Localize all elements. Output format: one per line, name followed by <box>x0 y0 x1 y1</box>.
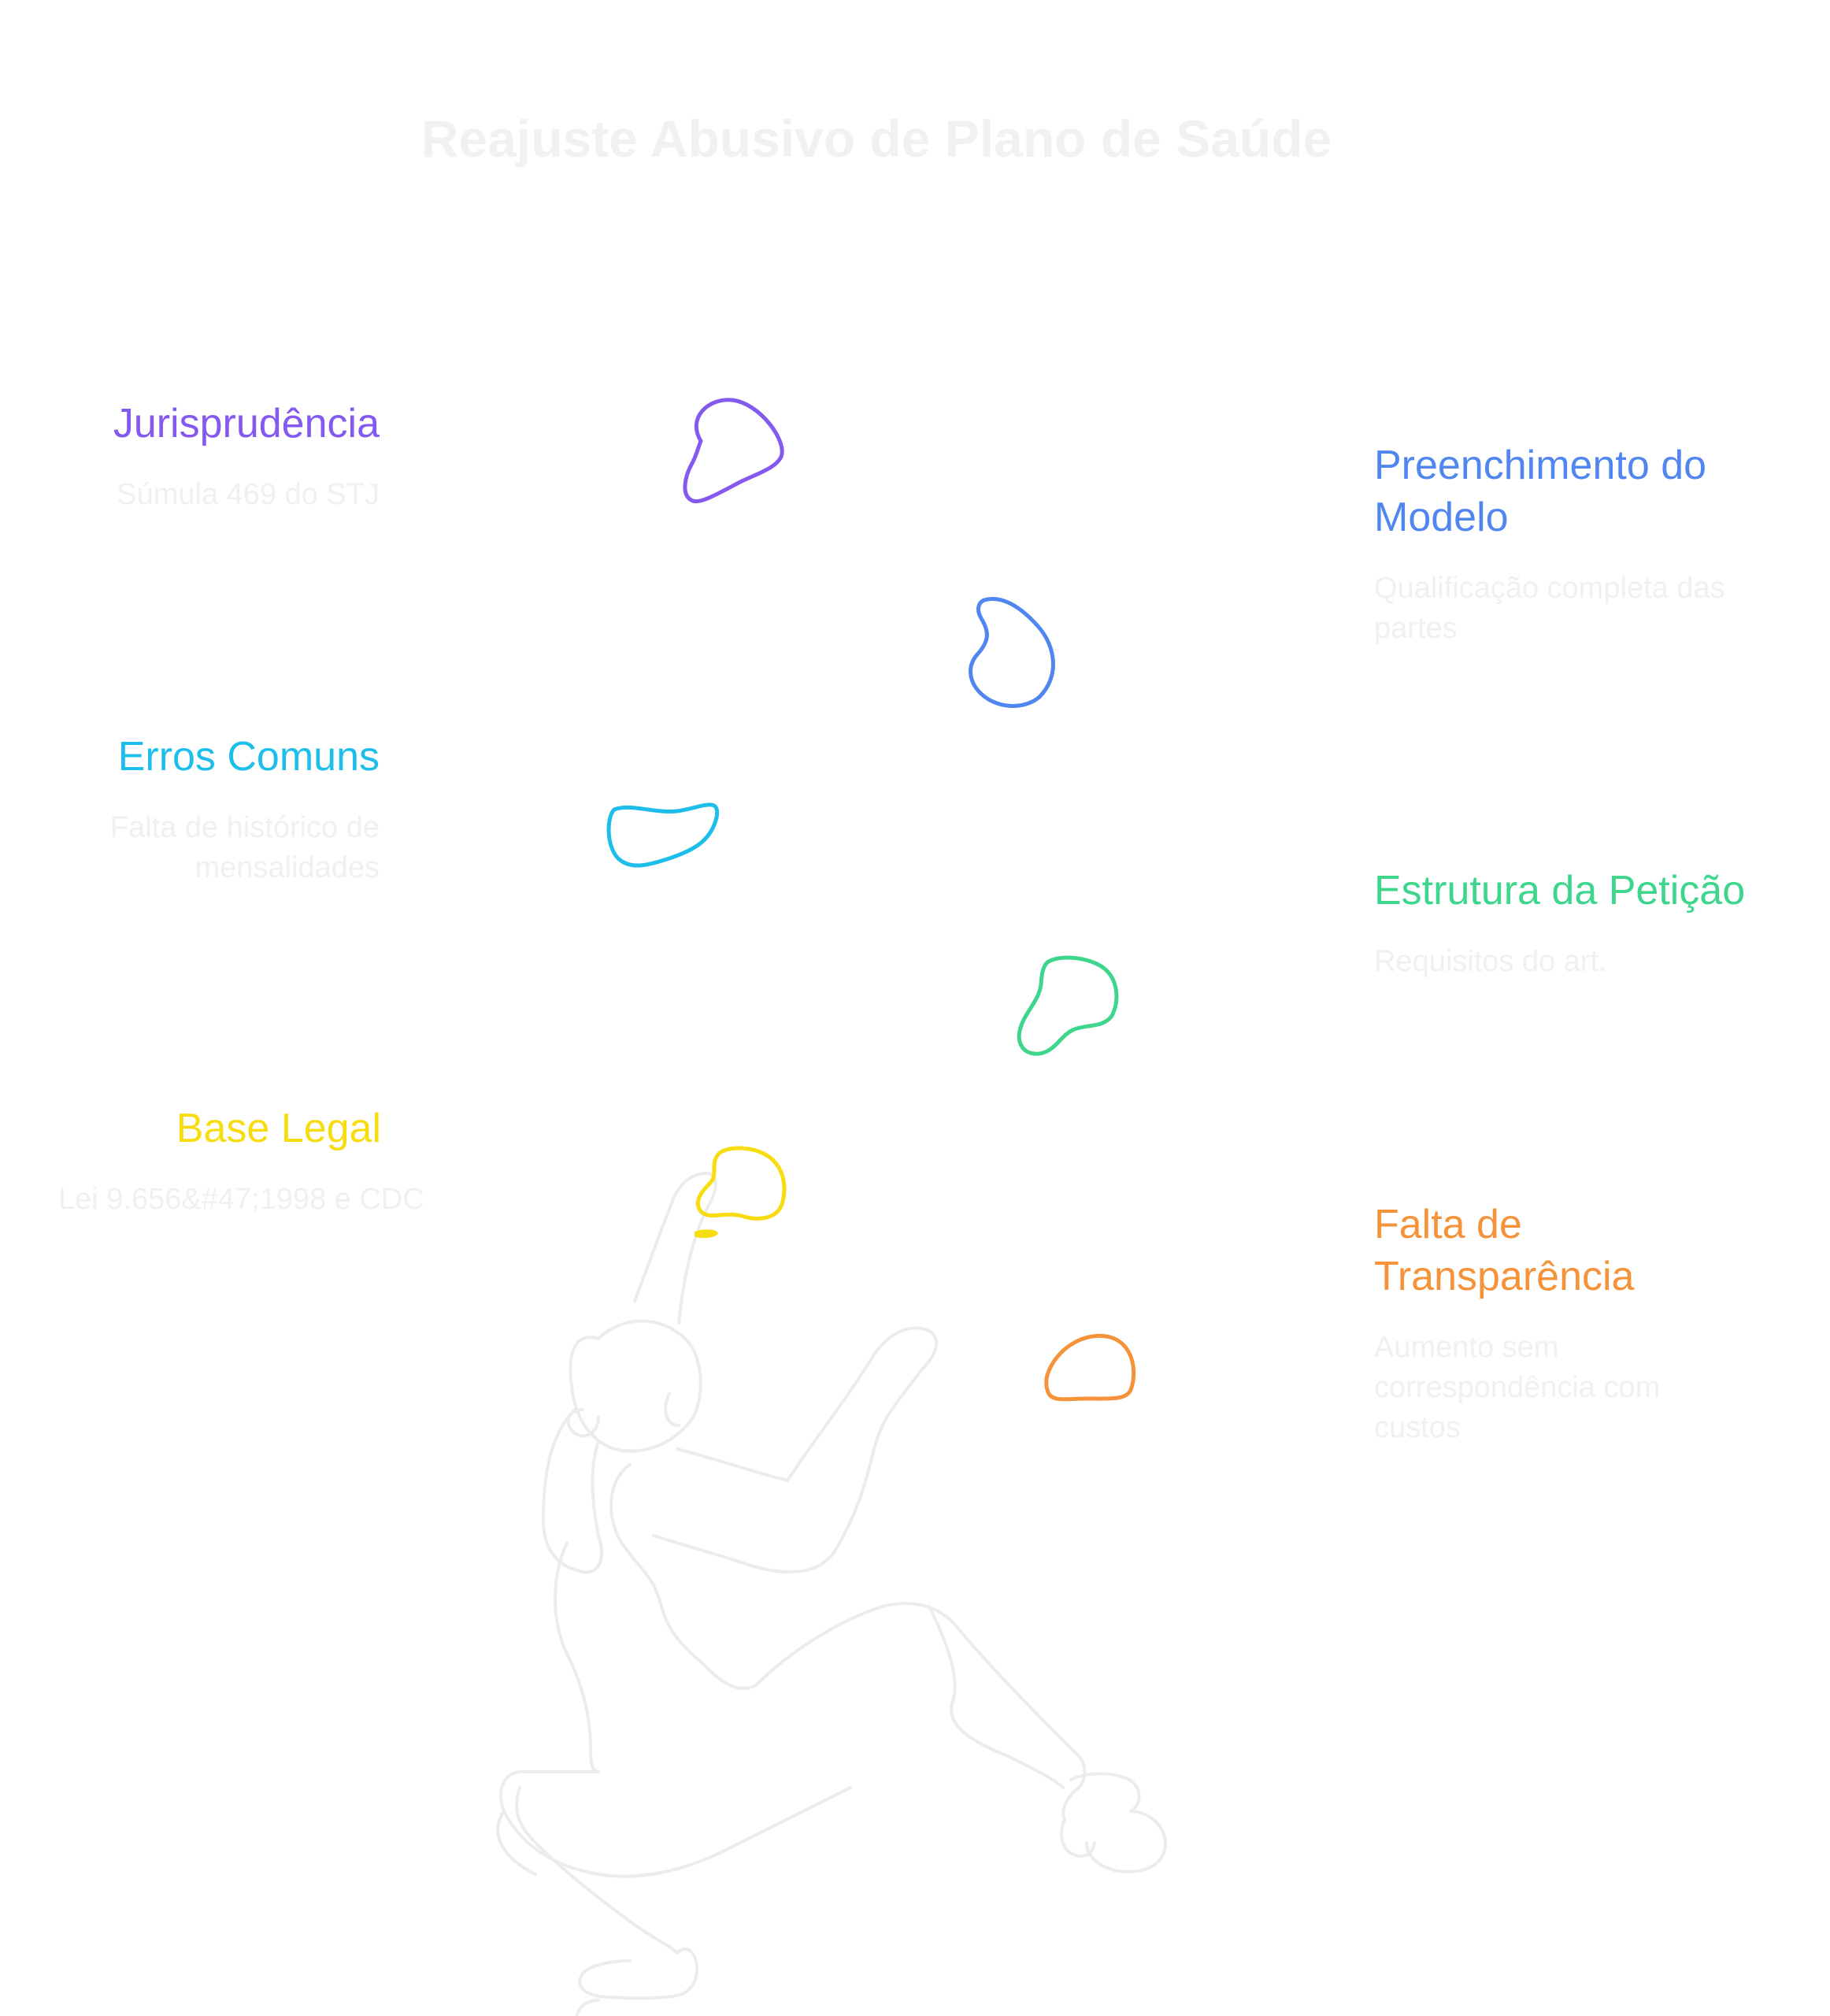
blob-icon-purple <box>683 398 784 504</box>
item-description: Aumento sem correspondência com custos <box>1374 1331 1661 1444</box>
item-heading: Base Legal <box>176 1106 381 1151</box>
blob-icon-blue <box>969 597 1055 708</box>
item-heading: Estrutura da Petição <box>1374 868 1746 914</box>
item-falta-transparencia: Falta de Transparência Aumento sem corre… <box>1374 1199 1721 1448</box>
item-heading: Erros Comuns <box>117 734 380 780</box>
item-heading: Falta de Transparência <box>1374 1202 1635 1299</box>
item-jurisprudencia: Jurisprudência Súmula 469 do STJ <box>113 398 380 515</box>
blob-icon-yellow <box>695 1146 787 1221</box>
item-description: Requisitos do art. <box>1374 945 1607 978</box>
item-erros-comuns: Erros Comuns Falta de histórico de mensa… <box>33 731 380 888</box>
item-description: Qualificação completa das partes <box>1374 572 1725 645</box>
item-description: Lei 9.656&#47;1998 e CDC <box>58 1183 424 1216</box>
ball-shadow <box>695 1229 718 1239</box>
item-heading: Preenchimento do Modelo <box>1374 443 1707 540</box>
diagram-title: Reajuste Abusivo de Plano de Saúde <box>420 109 1332 168</box>
item-base-legal: Base Legal Lei 9.656&#47;1998 e CDC <box>58 1102 424 1220</box>
item-estrutura-peticao: Estrutura da Petição Requisitos do art. <box>1374 865 1799 982</box>
item-heading: Jurisprudência <box>113 401 380 447</box>
juggler-figure <box>496 1172 1167 2016</box>
blob-icon-orange <box>1044 1333 1136 1402</box>
item-description: Falta de histórico de mensalidades <box>109 811 380 884</box>
blob-icon-green <box>1017 955 1119 1056</box>
item-preenchimento-modelo: Preenchimento do Modelo Qualificação com… <box>1374 439 1784 649</box>
item-description: Súmula 469 do STJ <box>117 478 380 511</box>
blob-icon-cyan <box>606 802 720 868</box>
